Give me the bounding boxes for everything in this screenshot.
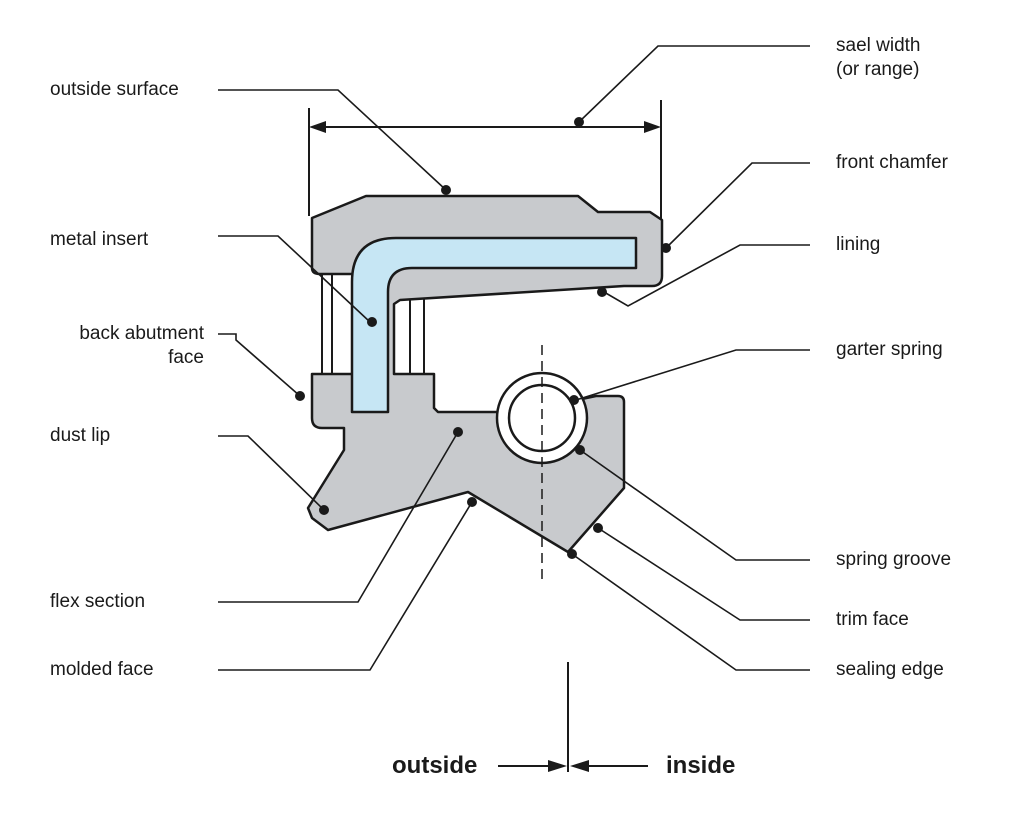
label-inside: inside [666,752,736,779]
label-lining: lining [836,234,881,255]
dot-outside-surface [441,185,451,195]
dot-garter-spring [569,395,579,405]
label-sealing-edge: sealing edge [836,659,944,680]
label-seal-width: sael width (or range) [836,34,921,82]
dot-flex-section [453,427,463,437]
dot-dust-lip [319,505,329,515]
label-outside-surface: outside surface [50,79,179,100]
label-outside: outside [392,752,478,779]
dot-front-chamfer [661,243,671,253]
direction-indicator [498,662,648,772]
label-trim-face: trim face [836,609,909,630]
dot-trim-face [593,523,603,533]
metal-insert-shape [350,236,638,414]
label-dust-lip: dust lip [50,425,111,446]
seal-width-dimension [308,100,662,220]
dot-sealing-edge [567,549,577,559]
dot-seal-width [574,117,584,127]
label-front-chamfer: front chamfer [836,152,948,173]
label-back-abutment-face: back abutment face [30,322,204,370]
dot-molded-face [467,497,477,507]
label-garter-spring: garter spring [836,339,943,360]
dot-lining [597,287,607,297]
label-molded-face: molded face [50,659,154,680]
dot-spring-groove [575,445,585,455]
dot-metal-insert [367,317,377,327]
label-metal-insert: metal insert [50,229,149,250]
label-back-abutment-face-line2: face [168,347,204,368]
leader-lines [218,45,810,671]
seal-body [306,194,664,554]
label-flex-section: flex section [50,591,146,612]
callout-dots [295,117,671,559]
label-back-abutment-face-line1: back abutment [79,323,204,344]
label-seal-width-line1: sael width [836,35,921,56]
dot-back-abutment-face [295,391,305,401]
label-spring-groove: spring groove [836,549,952,570]
label-seal-width-line2: (or range) [836,59,920,80]
